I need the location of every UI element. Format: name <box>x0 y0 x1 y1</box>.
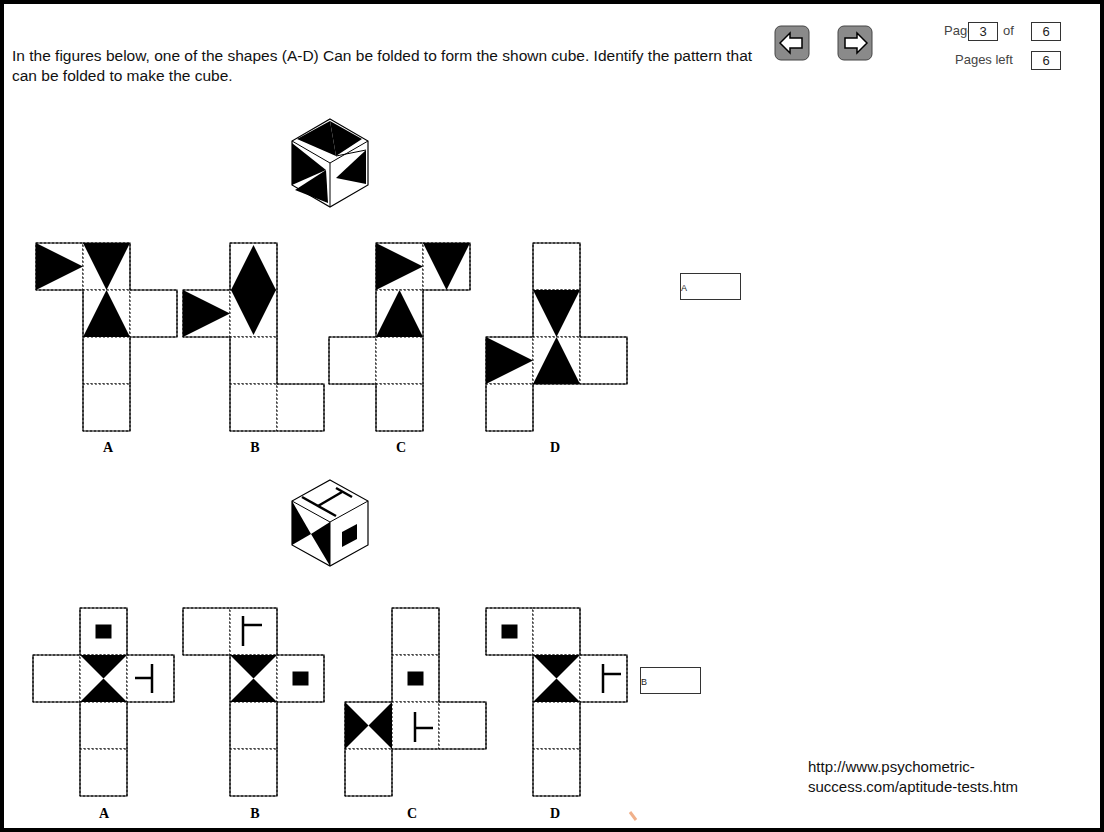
net-c1 <box>329 243 470 431</box>
box-text: 3 <box>979 24 986 39</box>
option-letter: A <box>103 440 113 456</box>
net-d2 <box>486 608 627 796</box>
option-letter: C <box>407 806 417 822</box>
net-d1 <box>486 243 627 431</box>
answer-box: A <box>680 273 741 300</box>
box-text: 6 <box>1042 53 1049 68</box>
cube-2 <box>292 480 368 566</box>
pages-left-box: 6 <box>1031 51 1061 70</box>
page-number-box: 3 <box>968 22 998 41</box>
page-label: of <box>1003 23 1014 38</box>
option-letter: A <box>99 806 109 822</box>
page-label: Pages left <box>955 52 1013 67</box>
box-text: B <box>641 677 647 687</box>
net-b2 <box>183 608 324 796</box>
option-letter: B <box>250 806 259 822</box>
cube-1 <box>292 119 368 207</box>
option-letter: D <box>550 806 560 822</box>
option-letter: D <box>550 440 560 456</box>
pen-mark <box>630 812 636 820</box>
instruction-text: In the figures below, one of the shapes … <box>12 46 772 86</box>
box-text: 6 <box>1042 24 1049 39</box>
option-letter: B <box>250 440 259 456</box>
option-letter: C <box>396 440 406 456</box>
net-c2 <box>345 608 486 796</box>
net-a2 <box>33 608 174 796</box>
nav-buttons <box>775 26 872 60</box>
net-a1 <box>36 243 177 431</box>
answer-box: B <box>640 667 701 694</box>
net-b1 <box>183 243 324 431</box>
box-text: A <box>681 283 687 293</box>
source-url: http://www.psychometric-success.com/apti… <box>808 757 1048 797</box>
page-count-box: 6 <box>1031 22 1061 41</box>
